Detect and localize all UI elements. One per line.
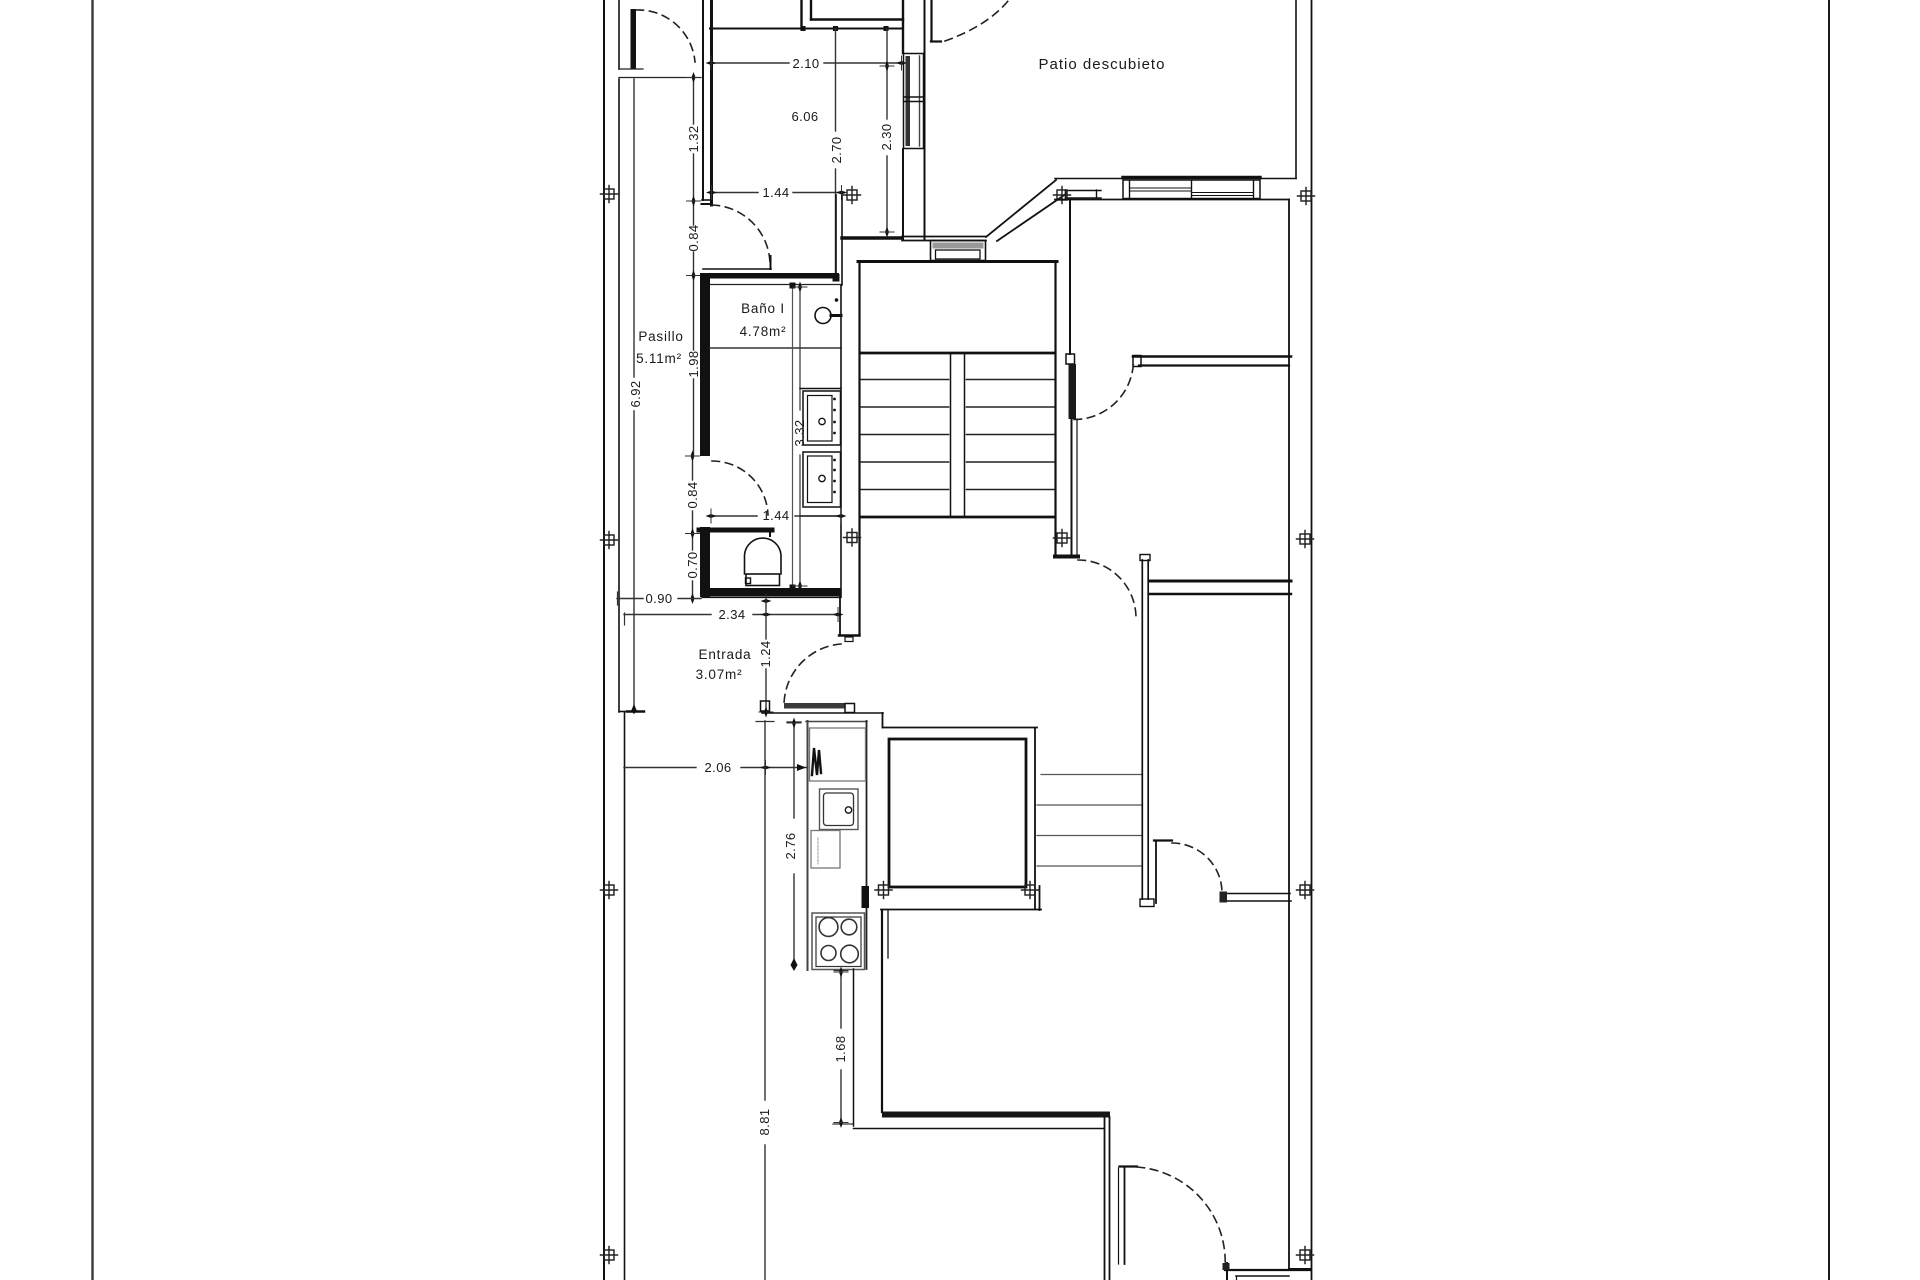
- svg-text:6.06: 6.06: [792, 109, 819, 124]
- svg-text:1.24: 1.24: [758, 641, 773, 668]
- svg-text:1.98: 1.98: [686, 351, 701, 378]
- svg-text:1.68: 1.68: [833, 1036, 848, 1063]
- svg-text:6.92: 6.92: [628, 381, 643, 408]
- svg-text:0.70: 0.70: [685, 552, 700, 579]
- svg-text:4.78m²: 4.78m²: [740, 324, 787, 339]
- svg-text:Entrada: Entrada: [699, 647, 752, 662]
- svg-text:Baño I: Baño I: [741, 301, 785, 316]
- svg-text:1.44: 1.44: [763, 185, 790, 200]
- svg-text:1.44: 1.44: [763, 508, 790, 523]
- svg-text:0.84: 0.84: [686, 225, 701, 252]
- svg-text:2.06: 2.06: [705, 760, 732, 775]
- svg-text:2.30: 2.30: [879, 124, 894, 151]
- svg-text:Patio descubieto: Patio descubieto: [1039, 56, 1166, 73]
- svg-text:2.76: 2.76: [783, 833, 798, 860]
- svg-text:2.10: 2.10: [793, 56, 820, 71]
- svg-text:Pasillo: Pasillo: [638, 329, 683, 344]
- svg-text:0.90: 0.90: [646, 591, 673, 606]
- svg-text:1.32: 1.32: [686, 126, 701, 153]
- svg-text:3.07m²: 3.07m²: [696, 667, 743, 682]
- svg-text:8.81: 8.81: [757, 1109, 772, 1136]
- svg-text:0.84: 0.84: [685, 482, 700, 509]
- svg-text:5.11m²: 5.11m²: [636, 351, 682, 366]
- svg-text:2.70: 2.70: [829, 137, 844, 164]
- svg-text:3.32: 3.32: [792, 420, 807, 447]
- svg-text:2.34: 2.34: [719, 607, 746, 622]
